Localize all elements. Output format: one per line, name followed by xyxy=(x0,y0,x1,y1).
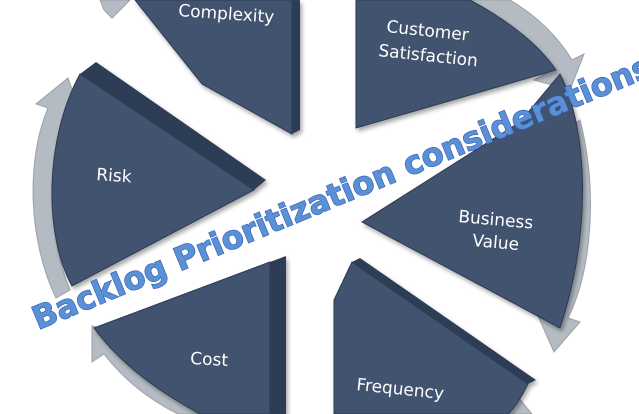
segment-frequency-side xyxy=(352,258,536,384)
segment-cost xyxy=(93,261,271,414)
segment-frequency xyxy=(333,261,529,414)
segment-cost-side xyxy=(270,256,286,414)
segment-complexity-side xyxy=(292,0,300,134)
label-business-value-line2: Value xyxy=(472,231,520,255)
label-cost: Cost xyxy=(190,349,229,371)
segment-risk xyxy=(51,73,255,287)
arrow-top-left xyxy=(99,0,131,19)
label-risk: Risk xyxy=(96,165,133,187)
segment-risk-side xyxy=(80,62,266,190)
segment-customer-satisfaction xyxy=(355,0,557,129)
segment-business-value xyxy=(361,73,584,329)
cycle-segments xyxy=(51,0,584,414)
